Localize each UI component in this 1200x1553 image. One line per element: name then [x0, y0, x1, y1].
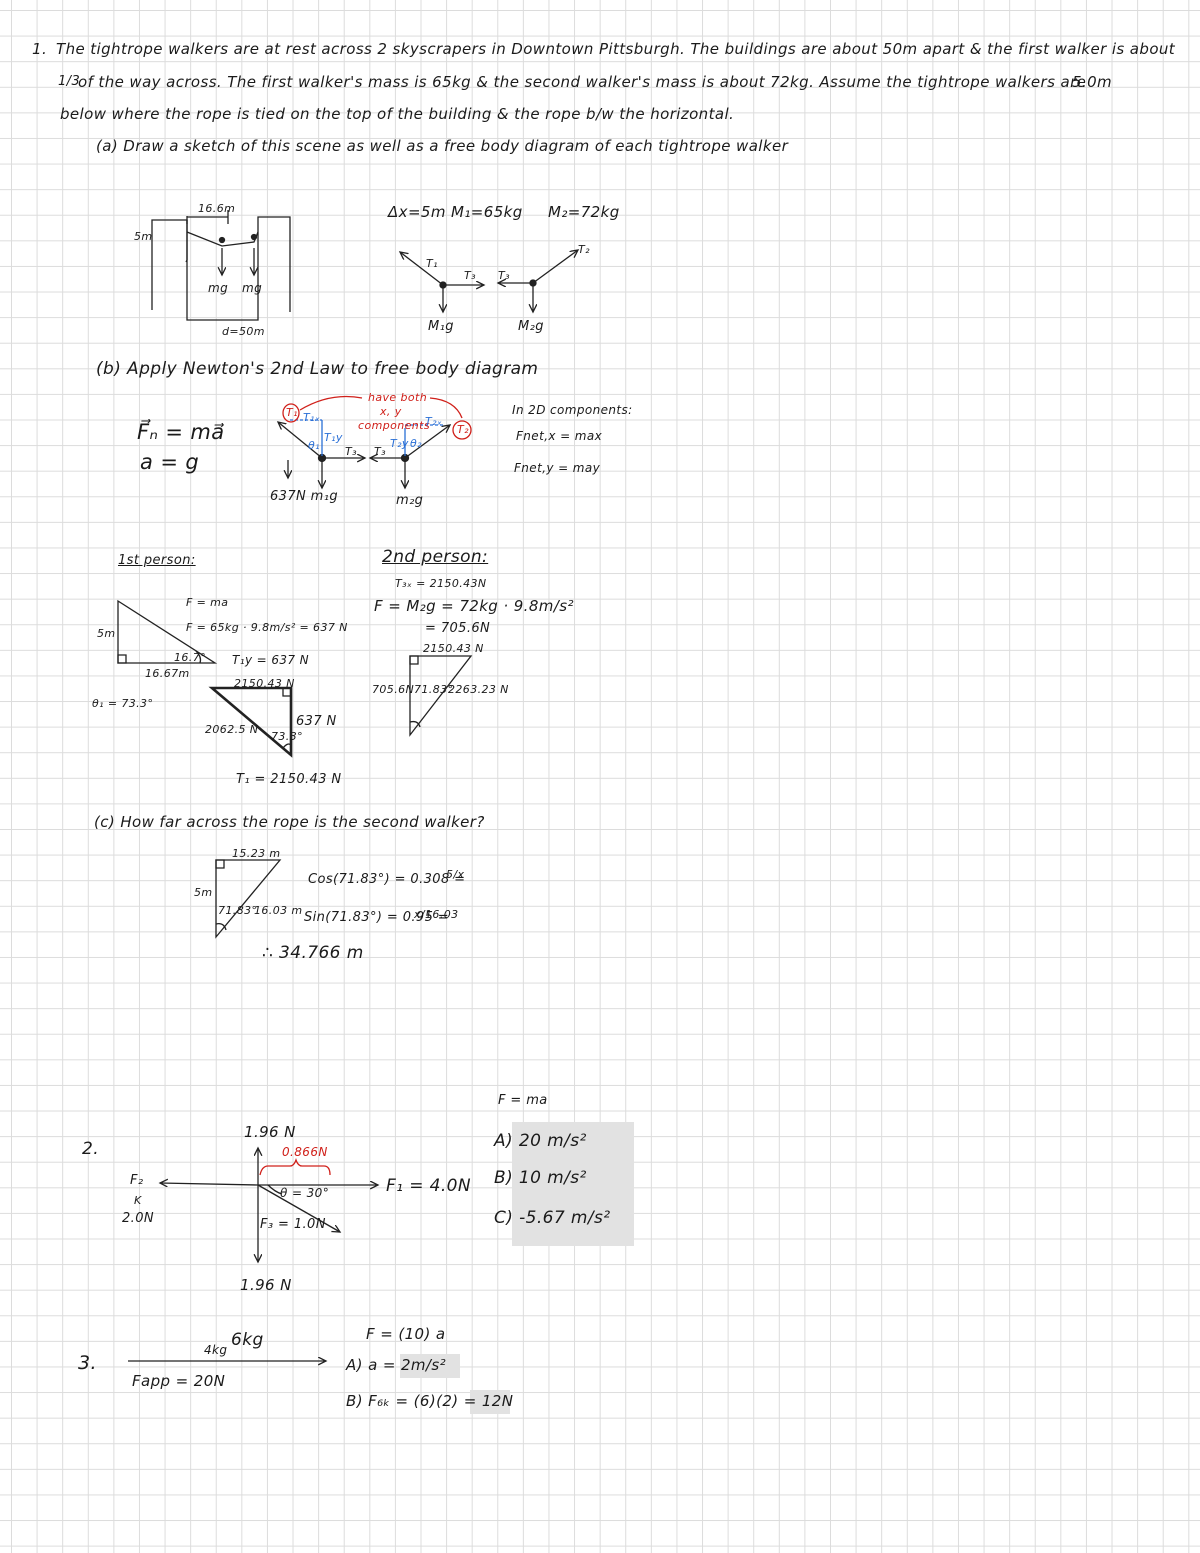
- fbd-mid-t3: T₃: [345, 445, 357, 458]
- distance-answer: ∴ 34.766 m: [262, 943, 364, 963]
- skyscraper-sketch: [152, 210, 290, 320]
- person1-t-y: T₁y = 637 N: [232, 653, 310, 667]
- fbd-mid-t1x: T₁ₓ: [303, 411, 321, 424]
- sketch-height-label: 5m: [134, 230, 153, 243]
- problem3-mass2: 6kg: [231, 1330, 264, 1350]
- fbd-mid-t3b: T₃: [374, 445, 386, 458]
- note-have-both: have both: [368, 391, 428, 404]
- person1-tri-right: 637 N: [296, 714, 337, 729]
- newton-eq1: F⃗ₙ = ma⃗: [137, 420, 225, 444]
- fbd-mid-t2: T₂: [457, 423, 469, 436]
- person1-tri-top: 2150.43 N: [234, 677, 295, 690]
- fbd-givens: Δx=5m M₁=65kg: [388, 203, 523, 221]
- problem2-f2: F₂: [130, 1173, 144, 1188]
- distance-angle: 71.83°: [218, 904, 258, 917]
- problem3-eq: F = (10) a: [366, 1325, 446, 1343]
- problem2-f1: F₁ = 4.0N: [386, 1176, 471, 1196]
- person1-tri-left: 2062.5 N: [205, 723, 259, 736]
- distance-sin-frac: x/16.03: [414, 908, 459, 921]
- distance-cos-frac: 5/x: [446, 868, 465, 881]
- person2-tri-angle: 71.83°: [414, 683, 454, 696]
- distance-top: 15.23 m: [232, 847, 281, 860]
- part-c-heading: (c) How far across the rope is the secon…: [94, 813, 485, 831]
- distance-sin: Sin(71.83°) = 0.95 =: [304, 910, 450, 925]
- problem2-theta: θ = 30°: [280, 1186, 330, 1200]
- problem1-fraction: 1/3: [58, 74, 81, 89]
- problem3-number: 3.: [78, 1352, 97, 1374]
- person1-tri-angle: 73.3°: [271, 730, 303, 743]
- sketch-spacing-label: 16.6m: [198, 202, 236, 215]
- fbd-mid-w1: 637N m₁g: [270, 489, 338, 504]
- note-xy: x, y: [380, 405, 402, 418]
- person1-f-eq: F = ma: [186, 596, 229, 609]
- problem1-line2: of the way across. The first walker's ma…: [78, 73, 1087, 91]
- problem2-answer-b: B) 10 m/s²: [494, 1168, 587, 1188]
- person1-side: 5m: [97, 627, 116, 640]
- problem2-eq: F = ma: [498, 1093, 548, 1108]
- fbd-mid-w2: m₂g: [396, 493, 424, 508]
- person1-t-total: T₁ = 2150.43 N: [236, 772, 342, 787]
- distance-hyp: 16.03 m: [254, 904, 303, 917]
- components-y: Fnet,y = may: [514, 461, 601, 475]
- problem2-axes: [160, 1148, 378, 1262]
- problem2-f2-dir: K: [134, 1194, 142, 1207]
- components-title: In 2D components:: [512, 403, 633, 417]
- distance-triangle: [216, 860, 280, 937]
- person1-base: 16.67m: [145, 667, 190, 680]
- note-components: components: [358, 419, 430, 432]
- problem3-fapp: Fapp = 20N: [132, 1372, 226, 1390]
- person2-tri-top: 2150.43 N: [423, 642, 484, 655]
- problem2-up: 1.96 N: [244, 1123, 296, 1141]
- sketch-weight1: mg: [208, 281, 229, 295]
- person2-f-val: = 705.6N: [425, 621, 491, 636]
- fbd-mid-theta1: θ₁: [308, 439, 320, 452]
- fbd-top-w2: M₂g: [518, 319, 544, 334]
- problem1-line3: below where the rope is tied on the top …: [60, 105, 735, 123]
- problem2-answer-a: A) 20 m/s²: [494, 1131, 587, 1151]
- person1-theta: θ₁ = 73.3°: [92, 697, 154, 710]
- problem1-line1: The tightrope walkers are at rest across…: [56, 40, 1176, 58]
- fbd-m2: M₂=72kg: [548, 203, 620, 221]
- problem2-down: 1.96 N: [240, 1276, 292, 1294]
- problem3-mass1: 4kg: [204, 1343, 228, 1357]
- person2-title: 2nd person:: [382, 547, 489, 567]
- sketch-weight2: mg: [242, 281, 263, 295]
- person2-tri-left: 705.6N: [372, 683, 415, 696]
- fbd-mid-theta2: θ₂: [410, 437, 422, 450]
- person1-f-calc: F = 65kg · 9.8m/s² = 637 N: [186, 621, 348, 634]
- sketch-width-label: d=50m: [222, 325, 265, 338]
- part-b-heading: (b) Apply Newton's 2nd Law to free body …: [96, 359, 539, 379]
- fbd-top-t1: T₁: [426, 257, 438, 270]
- problem2-number: 2.: [82, 1139, 100, 1159]
- person1-title: 1st person:: [118, 553, 196, 568]
- problem3-a: A) a = 2m/s²: [346, 1356, 447, 1374]
- fbd-top-w1: M₁g: [428, 319, 454, 334]
- person2-tri-hyp: 2263.23 N: [448, 683, 509, 696]
- problem2-f3: F₃ = 1.0N: [260, 1217, 326, 1232]
- fbd-mid-t1: T₁: [286, 406, 298, 419]
- problem2-f2-val: 2.0N: [122, 1211, 154, 1226]
- newton-eq2: a = g: [140, 450, 200, 474]
- person2-f-eq: F = M₂g = 72kg · 9.8m/s²: [374, 597, 574, 615]
- problem2-answer-c: C) -5.67 m/s²: [494, 1208, 611, 1228]
- fbd-top-t3a: T₃: [464, 269, 476, 282]
- problem3-b: B) F₆ₖ = (6)(2) = 12N: [346, 1392, 514, 1410]
- components-x: Fnet,x = max: [516, 429, 603, 443]
- problem2-red: 0.866N: [282, 1145, 328, 1159]
- person2-t3x: T₃ₓ = 2150.43N: [395, 577, 487, 590]
- fbd-top-t3b: T₃: [498, 269, 510, 282]
- fbd-mid-t1y: T₁y: [324, 431, 343, 444]
- problem2-answers-box: [512, 1122, 634, 1246]
- problem1-line2-end: 5.0m: [1072, 73, 1113, 91]
- person1-angle: 16.7°: [174, 651, 206, 664]
- fbd-mid-t2y: T₂y: [390, 437, 409, 450]
- fbd-mid-t2x: T₂ₓ: [425, 415, 443, 428]
- distance-left: 5m: [194, 886, 213, 899]
- problem1-number: 1.: [32, 40, 48, 58]
- part-a-heading: (a) Draw a sketch of this scene as well …: [96, 137, 789, 155]
- distance-cos: Cos(71.83°) = 0.308 =: [308, 872, 466, 887]
- fbd-top-t2: T₂: [578, 243, 590, 256]
